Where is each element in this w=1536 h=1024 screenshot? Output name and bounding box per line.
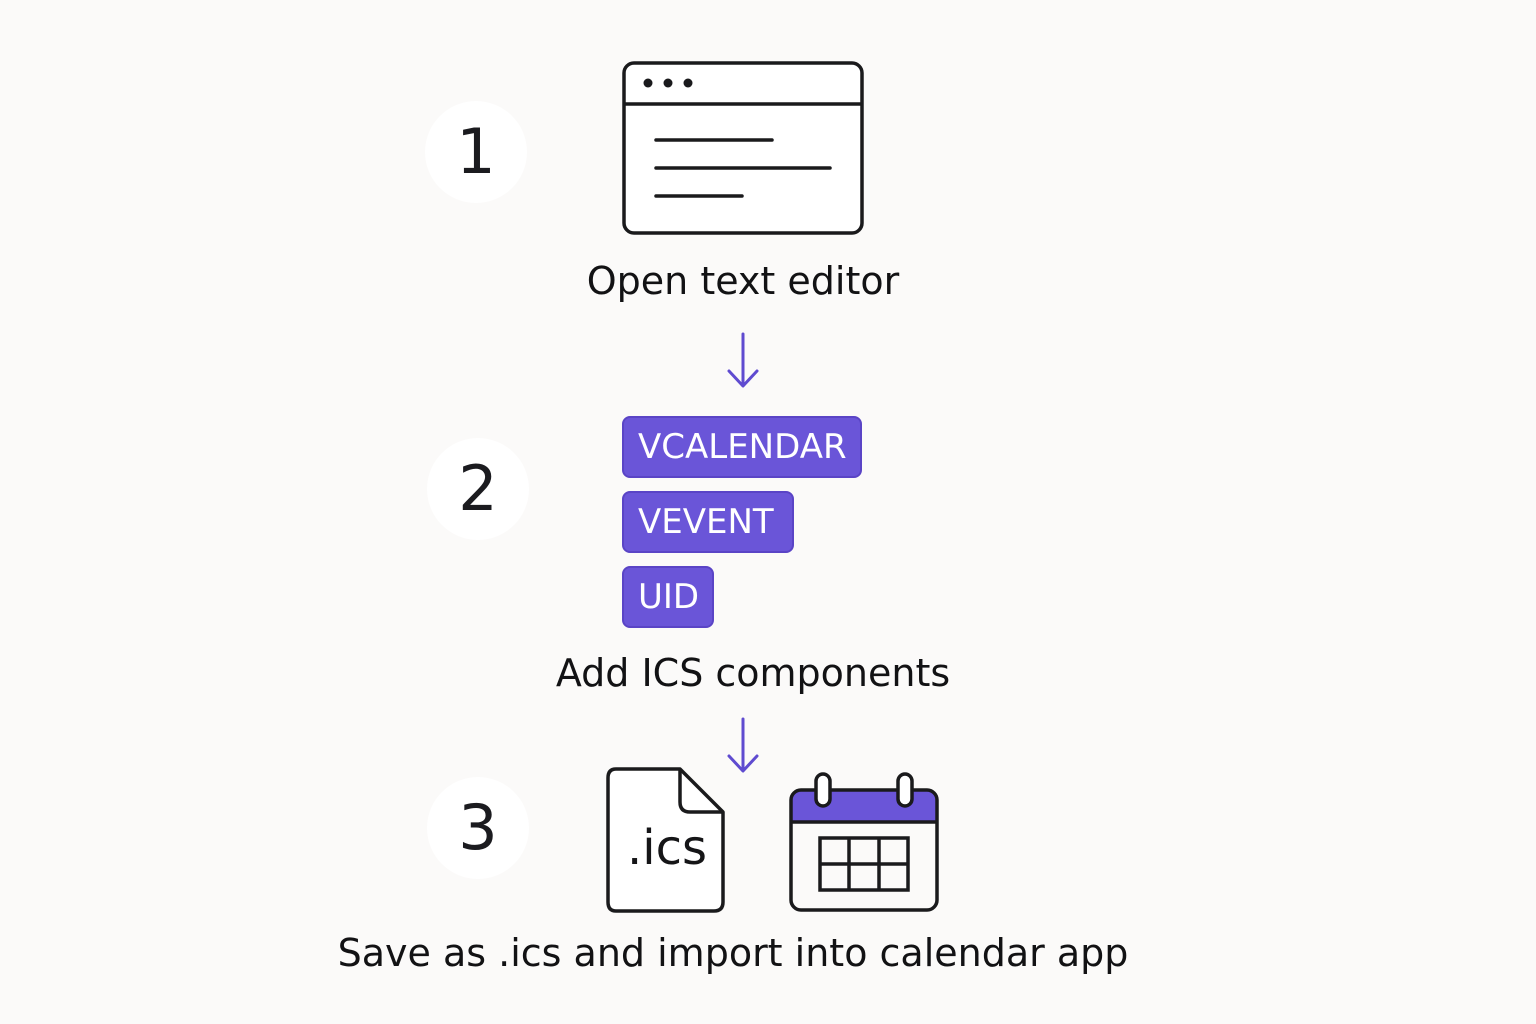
arrow-down-icon (727, 332, 759, 388)
ics-file-label: .ics (627, 820, 707, 876)
ics-file-icon (606, 767, 725, 913)
component-vevent: VEVENT (622, 491, 794, 553)
component-uid: UID (622, 566, 714, 628)
step-number-2: 2 (427, 438, 529, 540)
arrow-down-icon (727, 717, 759, 773)
step-1-caption: Open text editor (586, 259, 900, 303)
step-number-3: 3 (427, 777, 529, 879)
calendar-icon (789, 772, 939, 912)
component-vcalendar: VCALENDAR (622, 416, 862, 478)
step-3-caption: Save as .ics and import into calendar ap… (337, 931, 1129, 975)
text-editor-window-icon (622, 61, 864, 235)
step-2-caption: Add ICS components (555, 651, 951, 695)
step-number-1: 1 (425, 101, 527, 203)
